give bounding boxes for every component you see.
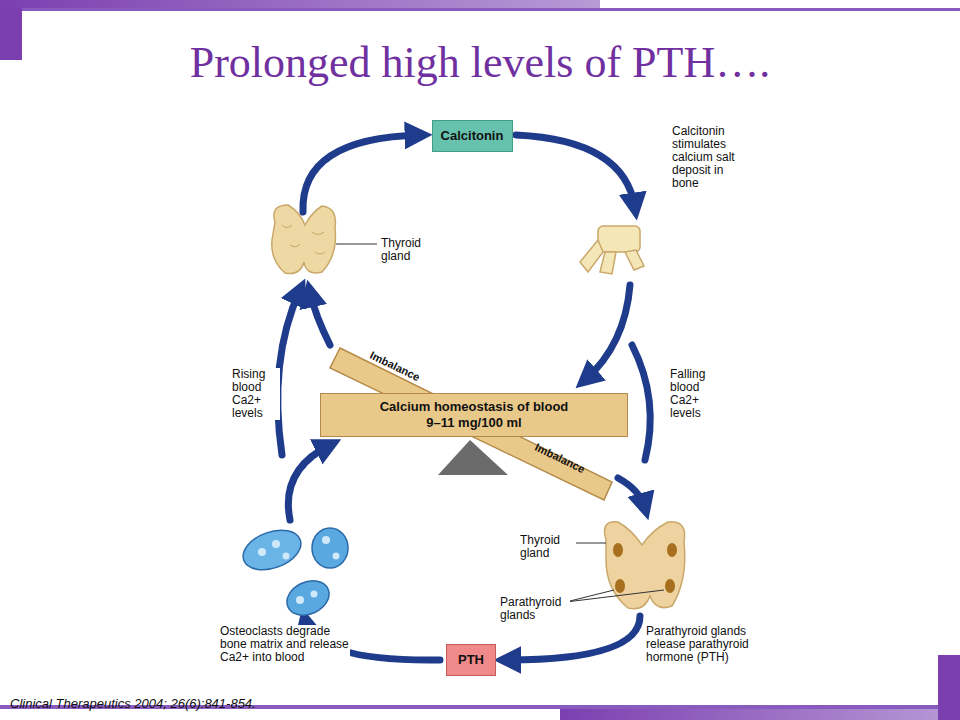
node-heading: Calcium homeostasis of blood xyxy=(380,399,569,415)
hormone-box: PTH xyxy=(446,644,496,676)
citation-caption: Clinical Therapeutics 2004; 26(6):841-85… xyxy=(10,697,256,710)
part-name: Parathyroid glands xyxy=(500,596,570,622)
node-heading: PTH xyxy=(458,652,484,668)
parathyroid-illustration xyxy=(566,522,685,609)
state-note: Rising blood Ca2+ levels xyxy=(232,368,280,420)
process-note: Calcitonin stimulates calcium salt depos… xyxy=(672,125,752,190)
homeostasis-plank: Calcium homeostasis of blood9–11 mg/100 … xyxy=(320,393,628,437)
slide-title: Prolonged high levels of PTH…. xyxy=(0,38,960,88)
thyroid-illustration xyxy=(272,205,377,274)
bone-illustration xyxy=(580,226,644,274)
state-note: Falling blood Ca2+ levels xyxy=(670,368,722,420)
node-value: 9–11 mg/100 ml xyxy=(426,415,521,431)
osteoclast-illustration xyxy=(238,523,348,622)
node-heading: Calcitonin xyxy=(441,128,504,144)
part-name: Thyroid gland xyxy=(520,534,574,560)
hormone-box: Calcitonin xyxy=(432,120,513,152)
part-name: Thyroid gland xyxy=(381,237,441,263)
process-note: Osteoclasts degrade bone matrix and rele… xyxy=(220,625,350,664)
process-note: Parathyroid glands release parathyroid h… xyxy=(646,625,766,664)
